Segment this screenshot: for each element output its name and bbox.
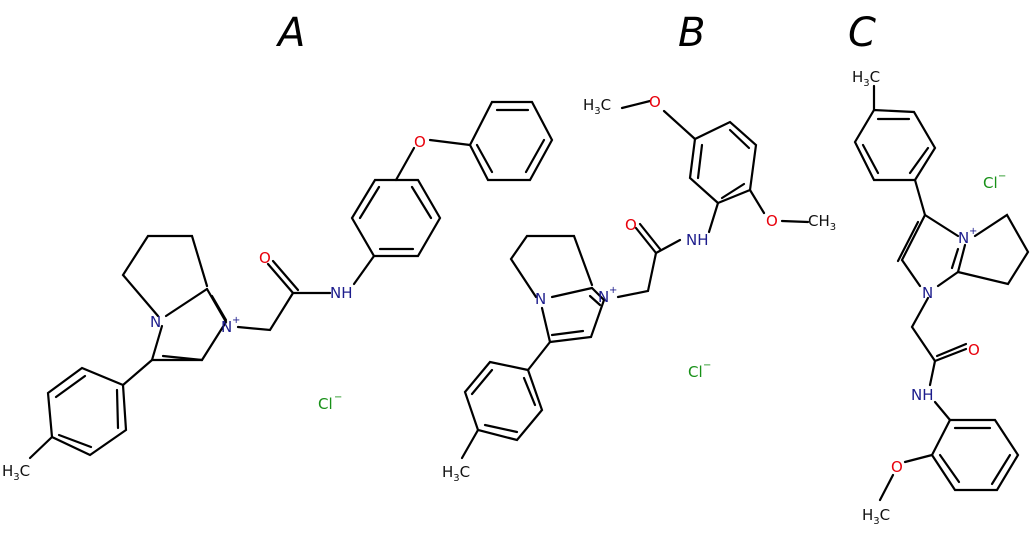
atom-chloride: Cl (318, 395, 333, 413)
atom-chloride: Cl (688, 363, 703, 381)
charge-plus: + (232, 315, 240, 326)
bond (938, 426, 1012, 486)
bond (878, 453, 934, 502)
atom-oxygen: O (891, 458, 903, 476)
charge-minus: − (334, 392, 342, 403)
bond (54, 374, 120, 449)
bond (161, 354, 204, 362)
bond (28, 435, 54, 460)
bond (350, 178, 442, 258)
bond (121, 234, 209, 318)
bond (620, 99, 697, 141)
charge-minus: − (998, 171, 1006, 182)
molecule-a (28, 100, 554, 460)
atom-amide-nh: NH (330, 284, 353, 302)
bond (164, 287, 209, 318)
bond (210, 294, 228, 322)
molecule-b (460, 99, 810, 460)
bond (933, 342, 968, 363)
bond (526, 340, 552, 372)
bond (394, 138, 472, 182)
bond (550, 329, 585, 337)
panel-label-a: A (275, 10, 305, 56)
bond (550, 286, 594, 299)
atom-amide-nh: NH (686, 231, 709, 249)
bond (933, 400, 952, 422)
bond (236, 291, 295, 332)
bond (616, 251, 658, 299)
atom-nitrogen-cation: N (598, 288, 609, 306)
panel-label-b: B (678, 10, 705, 56)
atom-nitrogen: N (150, 313, 161, 331)
panel-label-c: C (848, 10, 876, 56)
bond (696, 128, 751, 200)
bond (475, 108, 546, 174)
charge-plus: + (609, 285, 617, 296)
atom-oxygen: O (414, 133, 426, 151)
atom-oxygen: O (625, 216, 637, 234)
bond (853, 108, 937, 182)
atom-oxygen: O (259, 249, 271, 267)
bond (634, 222, 662, 255)
atom-methyl: H3C (2, 462, 30, 483)
bond (358, 185, 433, 251)
bond (468, 100, 554, 182)
bond (923, 213, 960, 238)
bond (896, 220, 920, 263)
bond (930, 418, 1020, 492)
bond (910, 296, 937, 363)
bond (654, 238, 682, 255)
atom-methyl: H3C (442, 463, 470, 484)
bond (540, 286, 606, 344)
bond (46, 366, 128, 457)
atom-amide-nh: NH (911, 386, 934, 404)
molecule-c (853, 84, 1030, 502)
bond (266, 259, 300, 295)
atom-methyl: H3C (583, 96, 611, 117)
atom-methyl: CH3 (808, 212, 836, 233)
charge-plus: + (969, 226, 977, 237)
bond (861, 117, 930, 175)
atom-methyl: H3C (862, 506, 890, 527)
atom-oxygen: O (968, 341, 980, 359)
bond (121, 358, 154, 387)
charge-minus: − (703, 360, 711, 371)
atom-chloride: Cl (983, 174, 998, 192)
bond (936, 243, 967, 288)
atom-nitrogen: N (922, 284, 933, 302)
bond (707, 201, 720, 234)
atom-nitrogen-cation: N (958, 229, 969, 247)
bond (588, 294, 602, 307)
atom-nitrogen-cation: N (221, 318, 232, 336)
atom-methyl: H3C (852, 68, 880, 89)
bond (352, 254, 376, 286)
bond (950, 247, 960, 270)
atom-oxygen: O (766, 212, 778, 230)
atom-nitrogen: N (535, 290, 546, 308)
bond (470, 368, 537, 434)
bond (900, 213, 927, 288)
bond (748, 188, 810, 224)
bond (928, 359, 937, 387)
bond (956, 213, 1030, 286)
bond (509, 234, 594, 299)
bond (913, 178, 927, 217)
bond (460, 428, 480, 460)
atom-oxygen: O (649, 93, 661, 111)
